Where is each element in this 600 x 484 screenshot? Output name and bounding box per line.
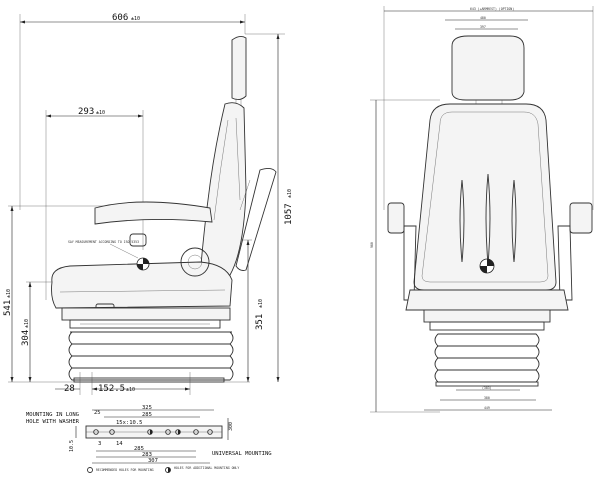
mount-slot: 15x:10.5 bbox=[116, 420, 143, 426]
front-armrest-right bbox=[569, 202, 593, 234]
dim-backrest-width: 480 397 bbox=[445, 16, 528, 30]
front-height-value: 980 bbox=[370, 242, 374, 248]
adjust-height-value: 351 bbox=[255, 314, 265, 330]
front-bottom-dims: (383) 380 449 bbox=[424, 386, 552, 411]
front-base-width-3: 449 bbox=[484, 406, 490, 410]
mount-dim-283: 283 bbox=[142, 452, 152, 458]
front-armrest-left bbox=[387, 202, 405, 234]
legend-additional: HOLES FOR ADDITIONAL MOUNTING ONLY bbox=[174, 466, 239, 470]
legend-recommended: RECOMMENDED HOLES FOR MOUNTING bbox=[96, 468, 154, 472]
mount-offset-value: 152.5 bbox=[98, 384, 125, 394]
backrest-offset-value: 293 bbox=[78, 107, 94, 117]
front-offset-value: 28 bbox=[64, 384, 75, 394]
overall-depth-tol: ±10 bbox=[131, 16, 140, 22]
front-base-width-1: (383) bbox=[482, 386, 492, 390]
mount-dim-300: 300 bbox=[228, 422, 234, 431]
side-view: 606 ±10 293 ±10 1057 ±10 bbox=[3, 13, 294, 395]
dim-backrest-offset: 293 ±10 bbox=[45, 107, 144, 300]
mount-dim-3: 3 bbox=[98, 441, 101, 447]
seat-height-value: 541 bbox=[3, 300, 13, 316]
mount-dim-325: 325 bbox=[142, 405, 152, 411]
front-headrest bbox=[451, 35, 525, 101]
mount-dim-10-5: 10.5 bbox=[69, 440, 75, 452]
dim-front-height: 980 bbox=[370, 99, 440, 413]
iso-callout: SAY MEASUREMENT ACCORDING TO ISO 5353 bbox=[68, 240, 139, 259]
adjust-height-tol: ±10 bbox=[258, 299, 264, 308]
side-seat-body bbox=[51, 35, 277, 383]
dim-seat-height: 541 ±10 bbox=[3, 205, 110, 382]
seat-height-tol: ±10 bbox=[6, 289, 12, 298]
base-height-tol: ±10 bbox=[24, 319, 30, 328]
overall-height-value: 1057 bbox=[284, 203, 294, 225]
mount-dim-285: 285 bbox=[134, 446, 144, 452]
overall-depth-value: 606 bbox=[112, 13, 128, 23]
dim-overall-depth: 606 ±10 bbox=[19, 13, 246, 210]
iso-callout-text: SAY MEASUREMENT ACCORDING TO ISO 5353 bbox=[68, 240, 139, 244]
dim-overall-height: 1057 ±10 bbox=[245, 33, 294, 382]
front-backrest bbox=[413, 103, 557, 291]
mount-dim-14: 14 bbox=[116, 441, 123, 447]
dim-base-height: 304 ±10 bbox=[21, 281, 60, 382]
mounting-detail: MOUNTING IN LONG HOLE WITH WASHER 325 28… bbox=[26, 405, 272, 473]
front-base-width-2: 380 bbox=[484, 396, 490, 400]
backrest-width-value: 480 bbox=[480, 16, 486, 20]
mount-dim-285-top: 285 bbox=[142, 412, 152, 418]
front-overall-label: 643 (+ARMREST) (OPTION) bbox=[470, 7, 514, 11]
mounting-label-2: HOLE WITH WASHER bbox=[26, 419, 80, 425]
base-height-value: 304 bbox=[21, 330, 31, 346]
overall-height-tol: ±10 bbox=[287, 189, 293, 198]
front-bellows bbox=[434, 333, 540, 383]
headrest-width-value: 397 bbox=[480, 25, 486, 29]
dim-front-overall: 643 (+ARMREST) (OPTION) bbox=[383, 6, 594, 210]
legend-recommended-icon bbox=[87, 467, 93, 473]
dim-bottom-offsets: 28 152.5 ±10 bbox=[55, 372, 191, 395]
mount-dim-25: 25 bbox=[94, 410, 101, 416]
side-bellows bbox=[68, 331, 234, 381]
universal-mounting-label: UNIVERSAL MOUNTING bbox=[212, 451, 272, 457]
mount-dim-307: 307 bbox=[148, 458, 158, 464]
mounting-label-1: MOUNTING IN LONG bbox=[26, 412, 79, 418]
backrest-offset-tol: ±10 bbox=[96, 110, 105, 116]
front-view: 643 (+ARMREST) (OPTION) 480 397 980 bbox=[370, 6, 594, 413]
mount-offset-tol: ±10 bbox=[126, 387, 135, 393]
